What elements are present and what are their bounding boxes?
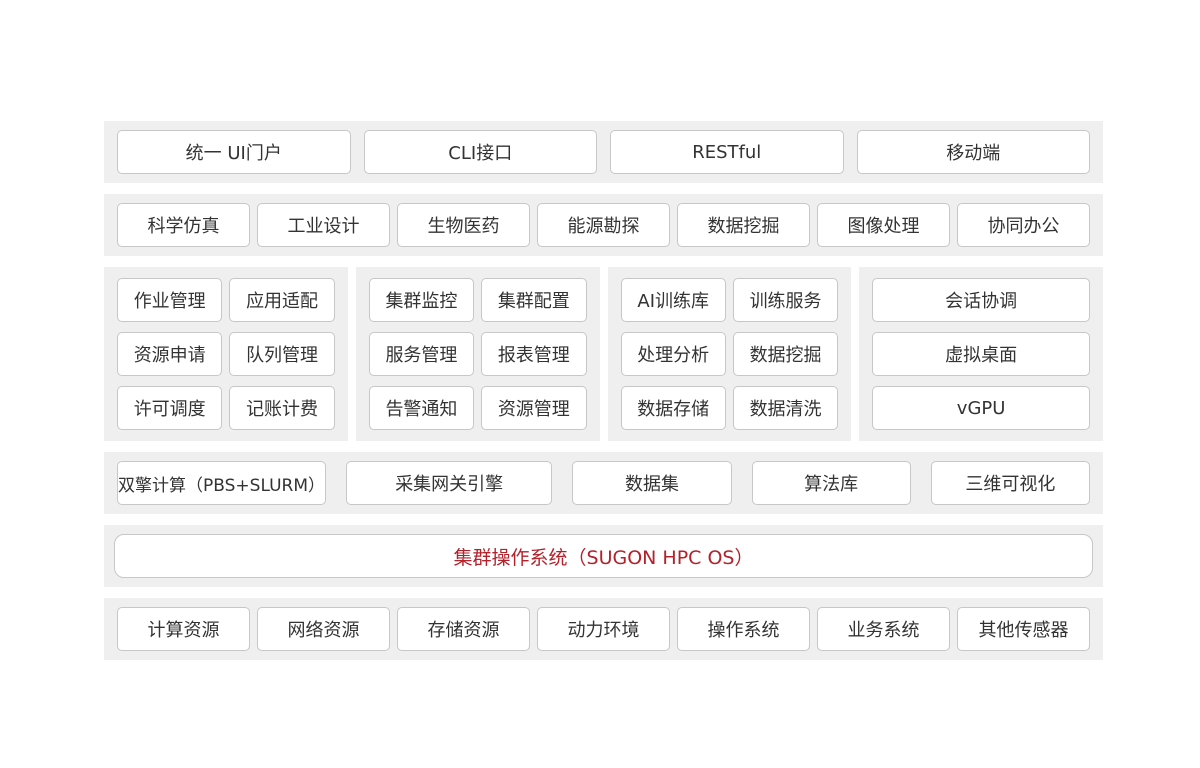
resource-item: 存储资源 — [397, 607, 530, 651]
application-item: 能源勘探 — [537, 203, 670, 247]
resource-item: 业务系统 — [817, 607, 950, 651]
engine-item: 算法库 — [751, 461, 911, 505]
architecture-diagram: 统一 UI门户 CLI接口 RESTful 移动端 科学仿真 工业设计 生物医药… — [104, 121, 1103, 660]
application-layer: 科学仿真 工业设计 生物医药 能源勘探 数据挖掘 图像处理 协同办公 — [104, 194, 1103, 256]
service-group-ai: AI训练库 训练服务 处理分析 数据挖掘 数据存储 数据清洗 — [607, 267, 852, 441]
service-item: 作业管理 — [117, 278, 223, 322]
application-item: 协同办公 — [957, 203, 1090, 247]
os-layer: 集群操作系统（SUGON HPC OS） — [104, 525, 1103, 587]
service-item: 虚拟桌面 — [872, 332, 1090, 376]
os-label: 集群操作系统（SUGON HPC OS） — [114, 534, 1093, 578]
service-item: 报表管理 — [481, 332, 587, 376]
service-item: 告警通知 — [368, 386, 475, 430]
service-item: 训练服务 — [732, 278, 839, 322]
resource-item: 网络资源 — [257, 607, 390, 651]
service-item: 资源申请 — [117, 332, 223, 376]
engine-item: 三维可视化 — [930, 461, 1090, 505]
access-item: 统一 UI门户 — [117, 130, 351, 174]
access-item: CLI接口 — [363, 130, 597, 174]
resource-item: 操作系统 — [677, 607, 810, 651]
engine-item: 数据集 — [572, 461, 732, 505]
resource-layer: 计算资源 网络资源 存储资源 动力环境 操作系统 业务系统 其他传感器 — [104, 598, 1103, 660]
resource-item: 计算资源 — [117, 607, 250, 651]
service-item: 应用适配 — [229, 278, 335, 322]
service-group-desktop: 会话协调 虚拟桌面 vGPU — [859, 267, 1103, 441]
service-item: 数据挖掘 — [732, 332, 839, 376]
service-item: 数据清洗 — [732, 386, 839, 430]
resource-item: 其他传感器 — [957, 607, 1090, 651]
service-group-cluster: 集群监控 集群配置 服务管理 报表管理 告警通知 资源管理 — [355, 267, 600, 441]
service-item: AI训练库 — [620, 278, 726, 322]
service-item: 队列管理 — [229, 332, 335, 376]
engine-layer: 双擎计算（PBS+SLURM） 采集网关引擎 数据集 算法库 三维可视化 — [104, 452, 1103, 514]
application-item: 数据挖掘 — [677, 203, 810, 247]
application-item: 科学仿真 — [117, 203, 250, 247]
service-item: 许可调度 — [117, 386, 223, 430]
service-item: 会话协调 — [872, 278, 1090, 322]
resource-item: 动力环境 — [537, 607, 670, 651]
service-item: 记账计费 — [229, 386, 335, 430]
service-item: 数据存储 — [620, 386, 726, 430]
service-item: vGPU — [872, 386, 1090, 430]
application-item: 工业设计 — [257, 203, 390, 247]
service-item: 集群配置 — [481, 278, 587, 322]
access-layer: 统一 UI门户 CLI接口 RESTful 移动端 — [104, 121, 1103, 183]
service-item: 集群监控 — [368, 278, 475, 322]
engine-item: 采集网关引擎 — [346, 461, 553, 505]
service-group-job: 作业管理 应用适配 资源申请 队列管理 许可调度 记账计费 — [104, 267, 348, 441]
application-item: 生物医药 — [397, 203, 530, 247]
service-item: 服务管理 — [368, 332, 475, 376]
application-item: 图像处理 — [817, 203, 950, 247]
service-layer: 作业管理 应用适配 资源申请 队列管理 许可调度 记账计费 集群监控 集群配置 … — [104, 267, 1103, 441]
service-item: 处理分析 — [620, 332, 726, 376]
access-item: RESTful — [610, 130, 844, 174]
access-item: 移动端 — [856, 130, 1090, 174]
engine-item: 双擎计算（PBS+SLURM） — [117, 461, 326, 505]
service-item: 资源管理 — [481, 386, 587, 430]
